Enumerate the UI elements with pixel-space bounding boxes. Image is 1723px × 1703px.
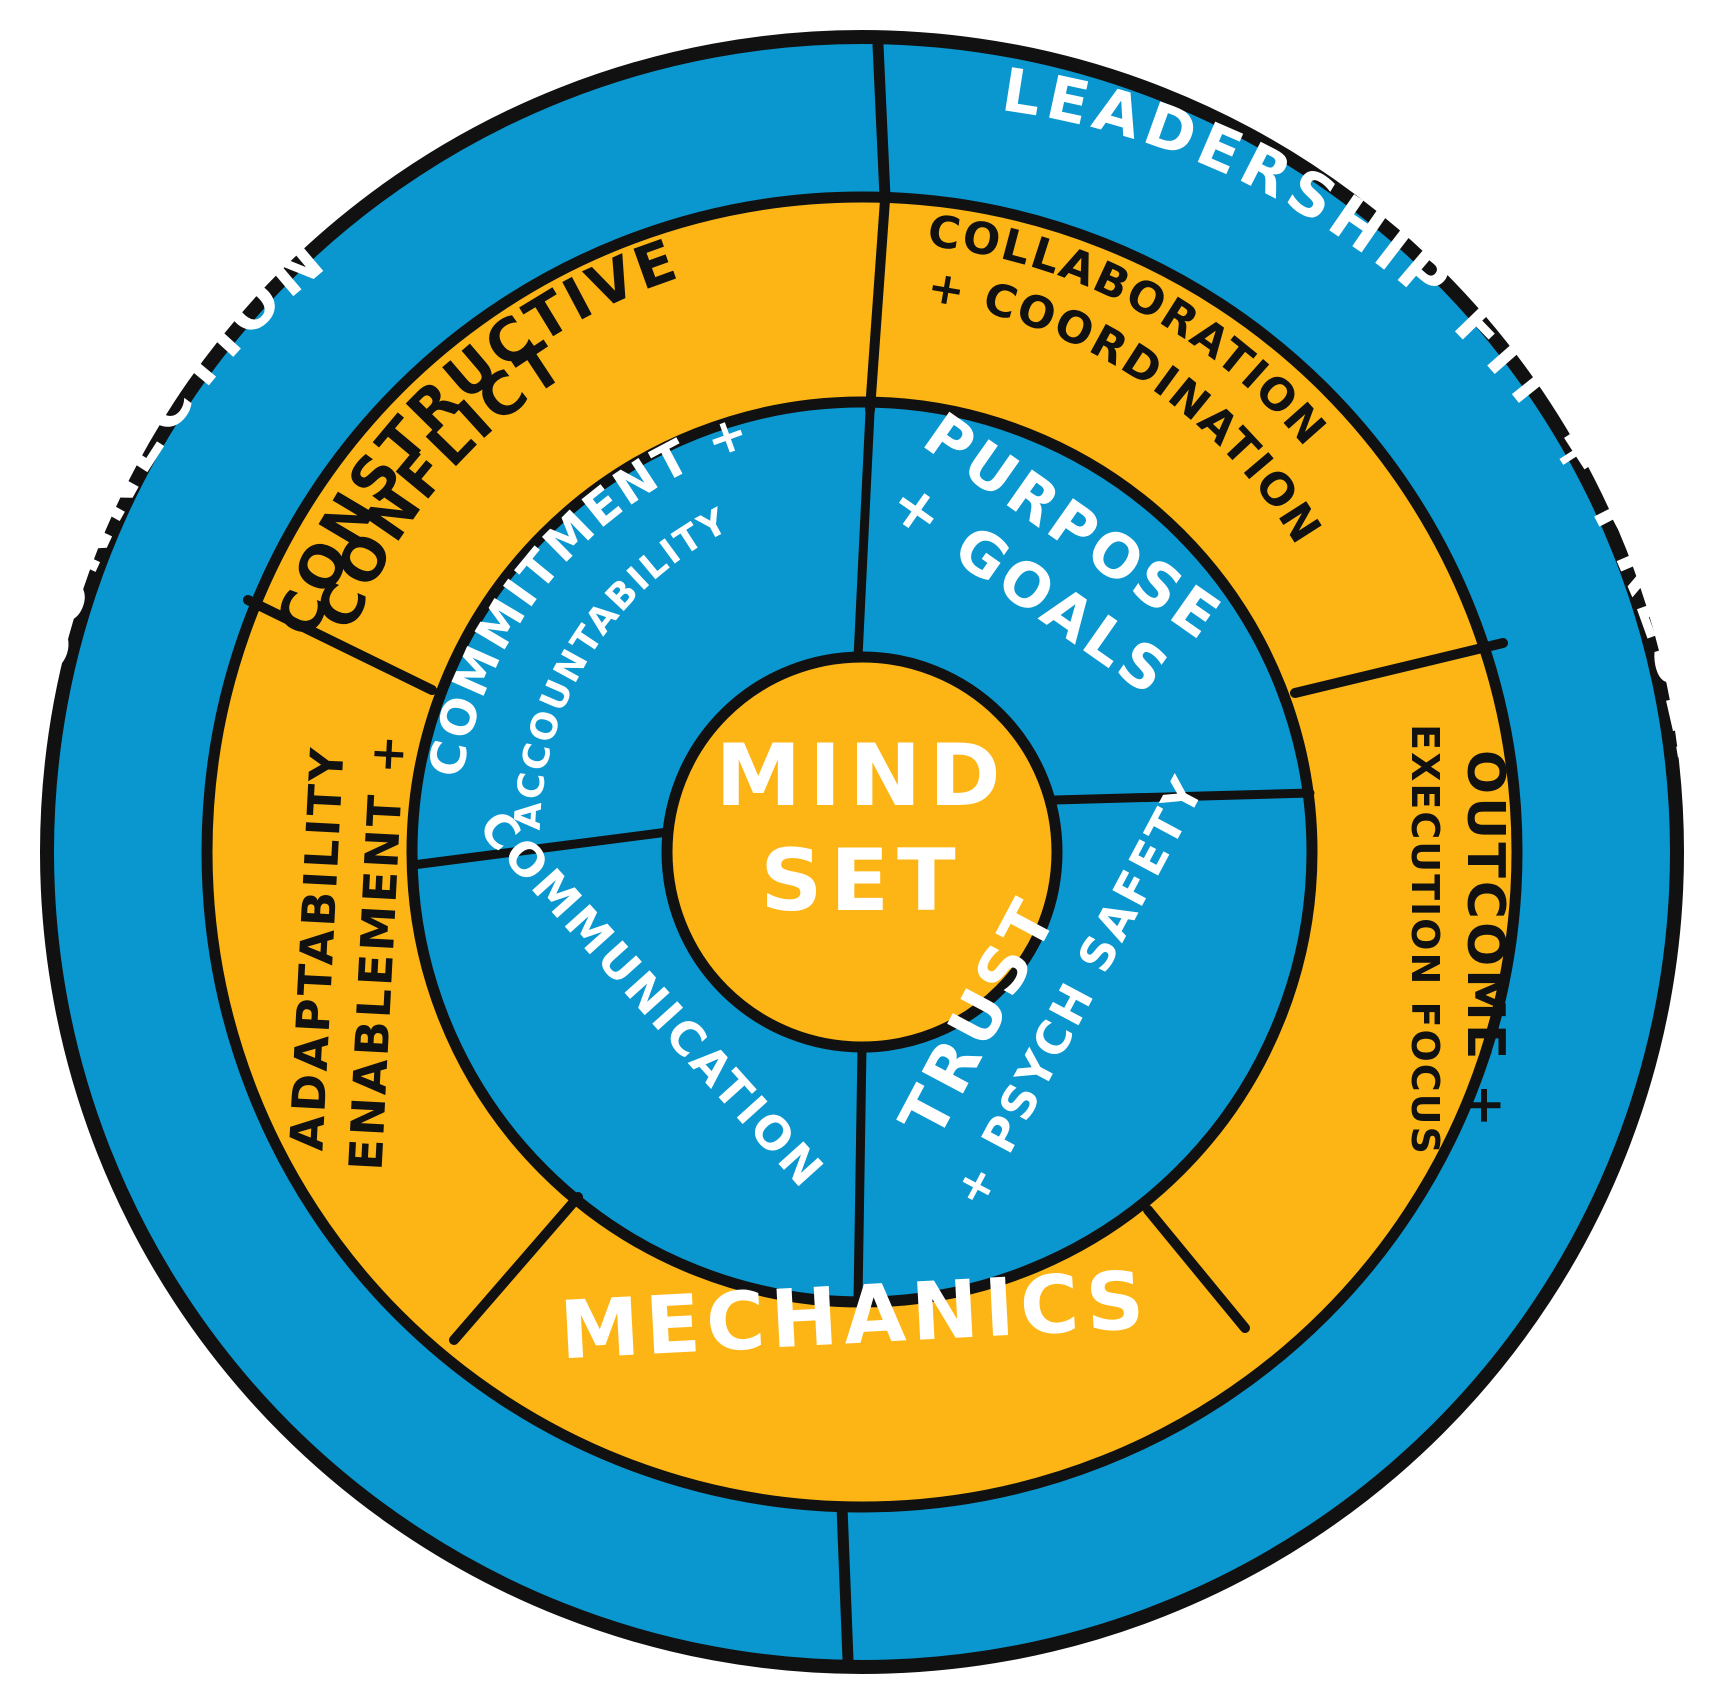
outcome-label: OUTCOME + — [1455, 750, 1515, 1130]
mid-divider-bottom-left — [449, 1192, 583, 1345]
mid-divider-top — [865, 195, 890, 415]
inner-divider-top — [853, 407, 875, 662]
mid-divider-left — [243, 595, 437, 695]
outcome-group: OUTCOME + EXECUTION FOCUS — [1403, 724, 1515, 1156]
inner-divider-left — [408, 827, 673, 870]
set-label: SET — [760, 831, 963, 931]
inner-divider-right — [1050, 788, 1315, 805]
mid-divider-right — [1290, 638, 1508, 698]
mind-label: MIND — [716, 726, 1009, 826]
inner-divider-bottom — [853, 1042, 867, 1305]
execution-focus-label: EXECUTION FOCUS — [1403, 724, 1447, 1156]
mid-divider-bottom-right — [1143, 1205, 1250, 1333]
outer-divider-top — [872, 39, 891, 203]
outer-divider-bottom — [836, 1501, 854, 1666]
